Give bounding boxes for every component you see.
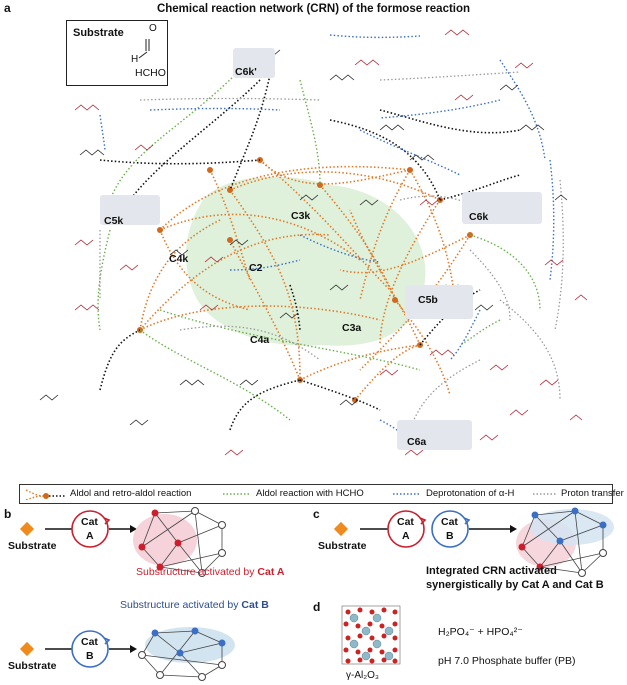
alumina-label: γ-Al₂O₃ — [346, 670, 379, 681]
panel-d-letter: d — [313, 600, 321, 614]
node-c5b: C5b — [418, 294, 438, 306]
deprotonation-edges — [99, 34, 555, 451]
proton-legend-swatch — [533, 493, 557, 495]
substrate-diamond-b2 — [19, 641, 35, 657]
node-c3a: C3a — [342, 322, 362, 334]
substrate-diamond-b1 — [19, 521, 35, 537]
network-c-edges — [521, 510, 604, 574]
substrate-title: Substrate — [73, 27, 124, 39]
c6k-prime-box — [233, 48, 275, 78]
buffer-label: pH 7.0 Phosphate buffer (PB) — [438, 655, 576, 667]
network-a-edges — [141, 510, 223, 574]
hcho-legend-swatch — [223, 493, 251, 495]
hcho-reaction-edges — [97, 69, 541, 421]
cat-a-region — [133, 514, 197, 566]
c5b-box — [405, 285, 473, 319]
node-c5k: C5k — [104, 215, 124, 227]
formaldehyde-hydrogen: H — [131, 54, 139, 65]
cat-b-region — [145, 627, 235, 663]
network-a-nodes — [138, 507, 226, 577]
c6k-box — [462, 192, 542, 224]
alumina-crystal-structure — [341, 605, 401, 665]
cat-a-circle-b — [71, 510, 109, 548]
page-title: Chemical reaction network (CRN) of the f… — [156, 3, 471, 15]
node-c4a: C4a — [250, 334, 270, 346]
aldol-reaction-nodes — [137, 157, 473, 403]
node-c3k: C3k — [291, 210, 311, 222]
caption-cat-a: Substructure activated by Cat A — [136, 566, 285, 578]
panel-c-diagram — [333, 507, 614, 577]
cat-b-line1-c: Cat — [441, 516, 458, 528]
aldol-legend-swatch — [25, 489, 66, 500]
formaldehyde-formula: HCHO — [135, 67, 166, 79]
cat-a-circle-c — [387, 510, 425, 548]
red-molecules — [74, 29, 588, 456]
c6a-box — [397, 420, 472, 450]
cat-b-circle-b — [71, 630, 109, 668]
node-c6k-prime: C6k' — [235, 66, 257, 78]
substrate-label-c: Substrate — [318, 540, 367, 552]
cat-a-line2-b: A — [86, 530, 94, 542]
phosphate-equation: H₂PO₄⁻ + HPO₄²⁻ — [438, 626, 523, 638]
formaldehyde-oxygen: O — [149, 23, 157, 34]
integrated-caption-1: Integrated CRN activated — [426, 565, 557, 577]
panel-b-letter: b — [4, 507, 12, 521]
legend-aldol: Aldol and retro-aldol reaction — [70, 488, 192, 499]
black-molecules — [39, 49, 568, 426]
cat-a-line2-c: A — [402, 530, 410, 542]
panel-b-diagram — [19, 507, 235, 681]
panel-a-letter: a — [4, 1, 11, 15]
cat-b-circle-c — [431, 510, 469, 548]
cat-a-line1-b: Cat — [81, 516, 98, 528]
panel-c-letter: c — [313, 507, 320, 521]
substrate-label-b2: Substrate — [8, 660, 57, 672]
deprotonation-legend-swatch — [393, 493, 421, 495]
substrate-box: Substrate O H HCHO — [66, 20, 168, 86]
node-c4k: C4k — [169, 253, 189, 265]
integrated-caption-2: synergistically by Cat A and Cat B — [426, 579, 604, 591]
substrate-label-b1: Substrate — [8, 540, 57, 552]
aldol-reaction-edges — [139, 159, 471, 401]
legend-deprotonation: Deprotonation of α-H — [426, 488, 515, 499]
cat-b-line2-c: B — [446, 530, 454, 542]
node-c6a: C6a — [407, 436, 427, 448]
legend-hcho: Aldol reaction with HCHO — [256, 488, 364, 499]
cat-b-line1-b: Cat — [81, 636, 98, 648]
node-c6k: C6k — [469, 211, 489, 223]
legend-proton: Proton transfer — [561, 488, 624, 499]
formaldehyde-structure — [138, 39, 150, 59]
network-b-nodes — [138, 627, 226, 681]
reaction-legend: Aldol and retro-aldol reaction Aldol rea… — [19, 484, 624, 504]
activation-region-blob — [185, 176, 426, 346]
c5k-box — [100, 195, 160, 225]
proton-transfer-edges — [99, 71, 564, 431]
substrate-diamond-c — [333, 521, 349, 537]
cat-b-line2-b: B — [86, 650, 94, 662]
caption-cat-b: Substructure activated by Cat B — [120, 599, 269, 611]
node-c2: C2 — [249, 262, 263, 274]
cat-a-line1-c: Cat — [397, 516, 414, 528]
network-c-nodes — [518, 507, 607, 577]
